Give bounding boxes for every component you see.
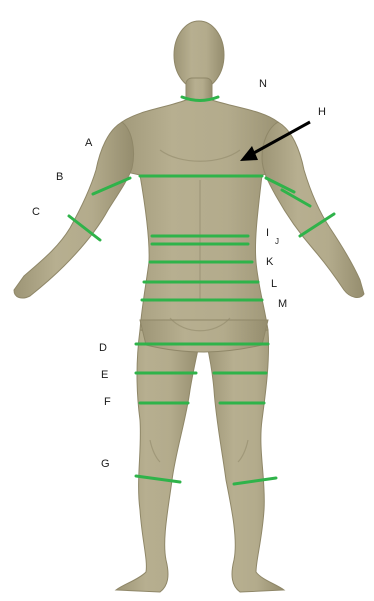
label-k: K	[266, 256, 273, 268]
label-c: C	[32, 206, 40, 218]
right-leg	[206, 330, 284, 592]
right-arm	[262, 122, 364, 297]
label-f: F	[104, 396, 111, 408]
label-h: H	[318, 106, 326, 118]
label-b: B	[56, 171, 63, 183]
pelvis	[140, 320, 268, 352]
body-silhouette	[14, 21, 364, 592]
label-m: M	[278, 298, 287, 310]
label-g: G	[101, 458, 110, 470]
label-i: I	[266, 227, 269, 239]
label-n: N	[259, 78, 267, 90]
label-e: E	[101, 369, 108, 381]
label-l: L	[271, 278, 277, 290]
label-j: J	[275, 236, 279, 248]
label-a: A	[85, 137, 92, 149]
left-leg	[116, 330, 200, 592]
label-d: D	[99, 342, 107, 354]
